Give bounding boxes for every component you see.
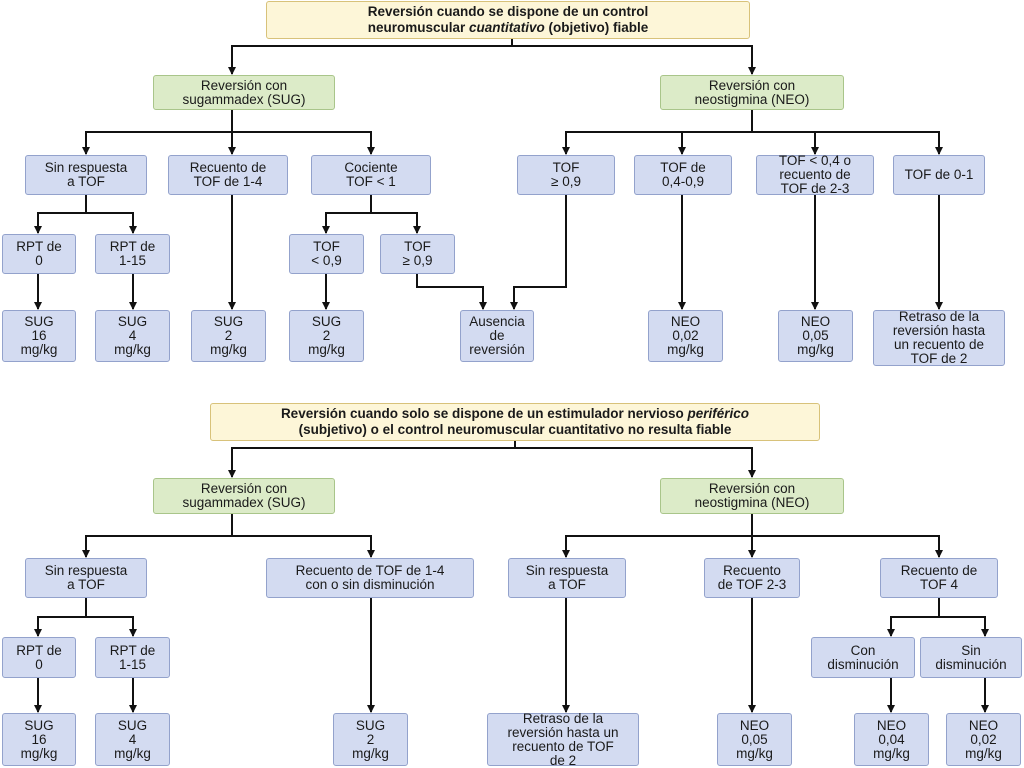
bottom-sug4-box: SUG 4 mg/kg [95, 713, 170, 766]
bottom-recuento-1-4-box: Recuento de TOF de 1-4 con o sin disminu… [266, 558, 474, 598]
bottom-neo-sin-respuesta-box: Sin respuesta a TOF [508, 558, 626, 598]
bottom-retraso-box: Retraso de la reversión hasta un recuent… [487, 711, 639, 767]
top-neo005-box: NEO 0,05 mg/kg [778, 310, 853, 362]
top-recuento-1-4-box: Recuento de TOF de 1-4 [168, 155, 288, 195]
bottom-neo-recuento-4-box: Recuento de TOF 4 [880, 558, 998, 598]
top-neo-tof-0-1-box: TOF de 0-1 [893, 155, 985, 195]
bottom-neo004-box: NEO 0,04 mg/kg [854, 713, 929, 766]
bottom-sug16-box: SUG 16 mg/kg [2, 713, 76, 766]
bottom-neo-box: Reversión con neostigmina (NEO) [660, 478, 844, 514]
top-retraso-box: Retraso de la reversión hasta un recuent… [873, 310, 1005, 366]
top-neo002-box: NEO 0,02 mg/kg [648, 310, 723, 362]
top-cociente-box: Cociente TOF < 1 [311, 155, 431, 195]
top-rpt1-15-box: RPT de 1-15 [95, 234, 170, 274]
top-sug2b-box: SUG 2 mg/kg [289, 310, 364, 362]
bottom-rpt0-box: RPT de 0 [2, 637, 76, 678]
top-tof-ge09-box: TOF ≥ 0,9 [380, 234, 455, 274]
top-rpt0-box: RPT de 0 [2, 234, 76, 274]
top-neo-tof-lt04-box: TOF < 0,4 o recuento de TOF de 2-3 [756, 154, 874, 196]
top-neo-tof-04-09-box: TOF de 0,4-0,9 [634, 155, 732, 195]
top-neo-tof-ge09-box: TOF ≥ 0,9 [517, 155, 615, 195]
top-title: Reversión cuando se dispone de un contro… [367, 4, 649, 35]
top-sug2a-box: SUG 2 mg/kg [191, 310, 266, 362]
top-tof-lt09-box: TOF < 0,9 [289, 234, 364, 274]
top-sug-box: Reversión con sugammadex (SUG) [153, 75, 335, 110]
bottom-neo002-box: NEO 0,02 mg/kg [946, 713, 1021, 766]
bottom-neo-recuento-2-3-box: Recuento de TOF 2-3 [704, 558, 800, 598]
bottom-title-box: Reversión cuando solo se dispone de un e… [210, 403, 820, 441]
bottom-con-disminucion-box: Con disminución [811, 637, 915, 678]
bottom-sin-respuesta-box: Sin respuesta a TOF [25, 558, 147, 598]
top-sin-respuesta-box: Sin respuesta a TOF [25, 155, 147, 195]
bottom-sin-disminucion-box: Sin disminución [920, 637, 1022, 678]
top-title-box: Reversión cuando se dispone de un contro… [266, 1, 750, 39]
top-sug4-box: SUG 4 mg/kg [95, 310, 170, 362]
top-sug16-box: SUG 16 mg/kg [2, 310, 76, 362]
top-neo-box: Reversión con neostigmina (NEO) [660, 75, 844, 110]
bottom-sug-box: Reversión con sugammadex (SUG) [153, 478, 335, 514]
bottom-neo005-box: NEO 0,05 mg/kg [717, 713, 792, 766]
bottom-title: Reversión cuando solo se dispone de un e… [280, 406, 750, 437]
bottom-sug2-box: SUG 2 mg/kg [333, 713, 408, 766]
top-ausencia-box: Ausencia de reversión [460, 310, 534, 362]
bottom-rpt1-15-box: RPT de 1-15 [95, 637, 170, 678]
